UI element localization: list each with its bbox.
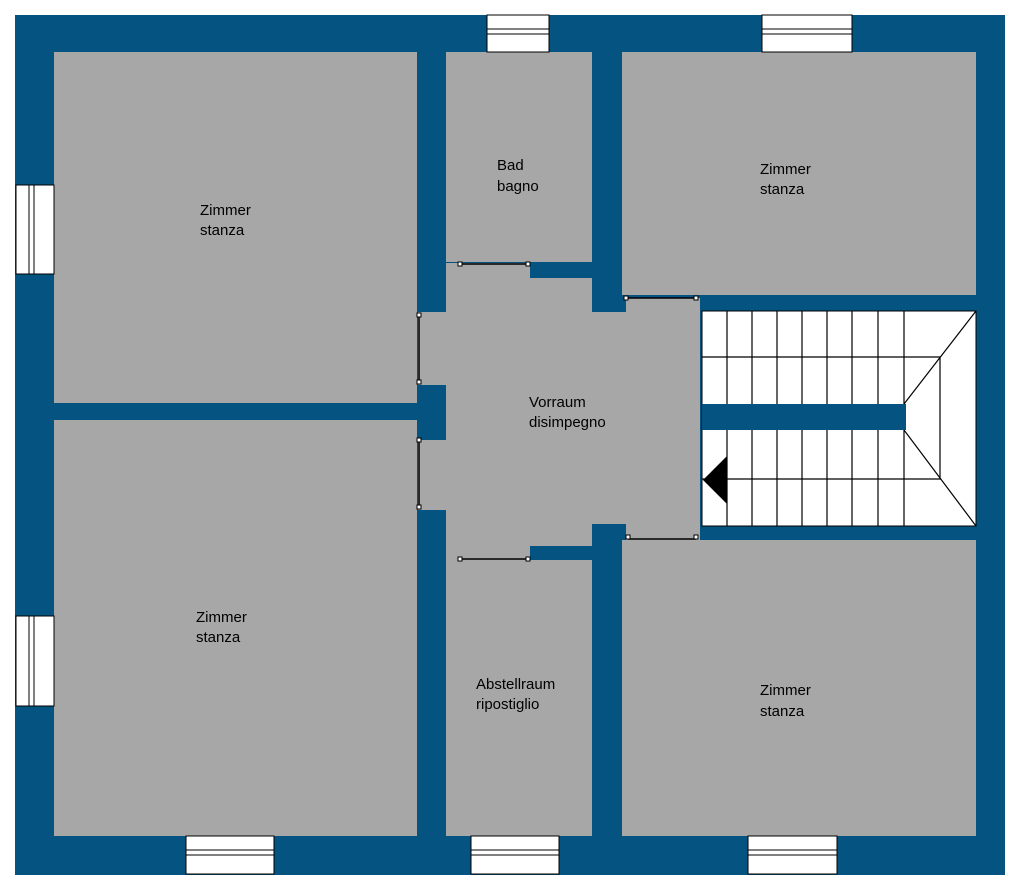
room-label-bottom-right-line2: stanza <box>760 703 805 720</box>
room-bottom-left-floor <box>54 420 417 836</box>
room-label-top-right-line2: stanza <box>760 181 805 198</box>
arrow-left-icon <box>703 456 727 504</box>
room-top-right-floor <box>622 52 976 295</box>
window-icon <box>15 184 55 275</box>
window-icon <box>486 14 550 53</box>
room-label-top-left-line1: Zimmer <box>200 202 251 219</box>
room-label-bottom-left-line1: Zimmer <box>196 609 247 626</box>
room-storage-floor <box>446 560 592 836</box>
room-label-hall-line1: Vorraum <box>529 394 586 411</box>
room-bath-floor <box>446 52 592 262</box>
room-label-top-right-line1: Zimmer <box>760 161 811 178</box>
window-icon <box>470 835 560 875</box>
room-label-top-left-line2: stanza <box>200 222 245 239</box>
stair-treads <box>702 310 977 527</box>
door-hinges <box>416 261 699 562</box>
room-label-storage-line2: ripostiglio <box>476 696 539 713</box>
stair-core-wall <box>702 404 906 430</box>
window-icon <box>747 835 838 875</box>
window-icon <box>761 14 853 53</box>
room-hall-floor <box>418 263 700 560</box>
room-label-bottom-left-line2: stanza <box>196 629 241 646</box>
room-label-bath-line2: bagno <box>497 178 539 195</box>
room-label-bottom-right-line1: Zimmer <box>760 682 811 699</box>
window-icon <box>15 615 55 707</box>
window-icon <box>185 835 275 875</box>
room-label-hall-line2: disimpegno <box>529 414 606 431</box>
room-label-storage-line1: Abstellraum <box>476 676 555 693</box>
room-top-left-floor <box>54 52 417 403</box>
room-bottom-right-floor <box>622 540 976 836</box>
room-label-bath-line1: Bad <box>497 157 524 174</box>
room-labels: Zimmer stanza Bad bagno Zimmer stanza Vo… <box>196 157 811 720</box>
staircase <box>701 310 977 527</box>
door-openings <box>418 263 696 560</box>
windows <box>15 14 853 875</box>
